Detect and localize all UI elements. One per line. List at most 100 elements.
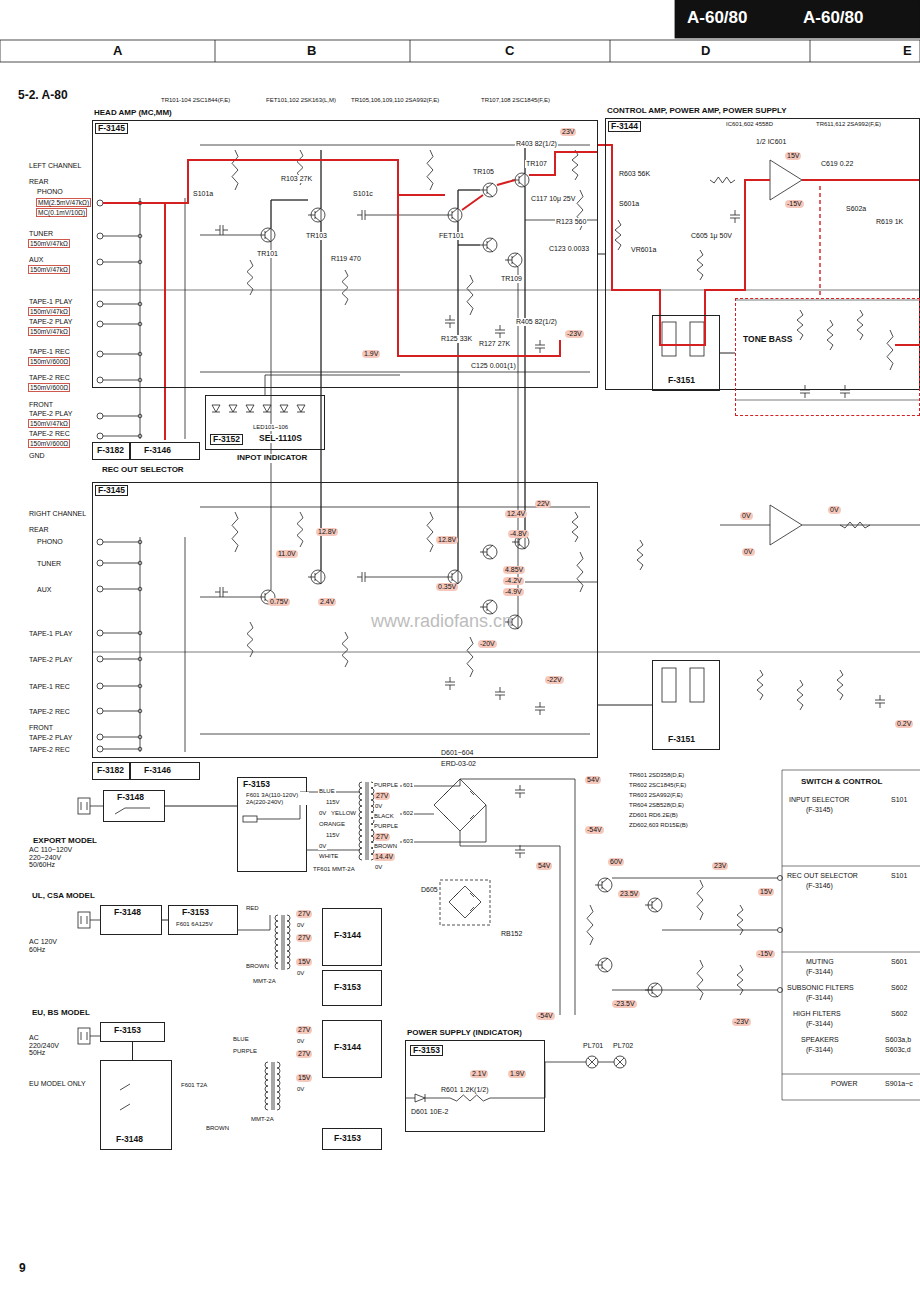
part-list: TR101-104 2SC1844(F,E) — [160, 97, 231, 104]
wire — [103, 416, 140, 417]
board-box: F-3153 — [322, 1128, 382, 1150]
wire — [103, 563, 140, 564]
voltage-label: -23V — [565, 330, 584, 338]
voltage-label: 12.8V — [436, 536, 458, 544]
wire — [103, 380, 140, 381]
resistor-symbol — [697, 880, 703, 920]
part-list: BLACK — [373, 813, 395, 820]
part-list: 0V — [318, 810, 327, 817]
component-label: TR107 — [525, 160, 548, 168]
board-label: F-3153 — [113, 1026, 142, 1035]
voltage-label: 1.9V — [362, 350, 380, 358]
led-symbol — [246, 405, 254, 412]
capacitor-symbol — [215, 587, 228, 597]
component-label: S601a — [618, 200, 640, 208]
resistor-symbol — [827, 320, 833, 350]
component-label: R127 27K — [478, 340, 511, 348]
part-list: 603 — [402, 838, 414, 845]
component-label: TAPE-1 PLAY — [28, 298, 73, 306]
resistor-symbol — [697, 250, 703, 280]
resistor-symbol — [797, 680, 803, 710]
jack-symbol — [97, 708, 103, 714]
wire — [103, 354, 140, 355]
part-list: WHITE — [318, 853, 339, 860]
selector-switch — [140, 537, 185, 752]
component-label: D601 10E-2 — [410, 1108, 449, 1116]
board-label: TONE BASS — [742, 335, 793, 344]
wire — [370, 187, 525, 372]
signal-path — [895, 344, 920, 346]
board-box: F-3146 — [130, 762, 200, 780]
voltage-label: 12.4V — [505, 510, 527, 518]
voltage-label: 54V — [536, 862, 552, 870]
schematic-group — [0, 0, 920, 1110]
voltage-label: 23V — [712, 862, 728, 870]
voltage-label: -4.8V — [508, 530, 529, 538]
capacitor-symbol — [730, 210, 740, 223]
component-label: AC 120V 60Hz — [28, 938, 64, 953]
component-label: S601 — [890, 958, 908, 966]
signal-path — [103, 160, 445, 203]
wire — [525, 145, 598, 220]
component-label: TAPE-2 PLAY — [28, 656, 73, 664]
capacitor-symbol — [495, 687, 505, 700]
column-bar — [0, 40, 920, 62]
capacitor-symbol — [357, 572, 370, 582]
input-spec: MC(0.1mV/10Ω) — [36, 208, 87, 217]
resistor-symbol — [857, 310, 863, 340]
voltage-label: -54V — [536, 1012, 555, 1020]
signal-bus — [92, 652, 920, 653]
wire — [405, 1098, 450, 1099]
board-label: F-3145 — [95, 123, 128, 134]
wire — [200, 150, 321, 597]
component-label: TAPE-1 PLAY — [28, 630, 73, 638]
board-label: F-3153 — [333, 1134, 362, 1143]
signal-path — [462, 152, 598, 210]
board-label: F-3148 — [113, 908, 142, 917]
board-box: F-3151 — [652, 315, 720, 391]
board-label: F-3153 — [410, 1045, 443, 1056]
capacitor-symbol — [535, 340, 545, 353]
component-label: AC 220/240V 50Hz — [28, 1034, 70, 1057]
component-label: POWER — [830, 1080, 858, 1088]
column-letter: B — [306, 44, 317, 58]
component-label: TR105 — [472, 168, 495, 176]
component-label: R103 27K — [280, 175, 313, 183]
component-label: ERD-03-02 — [440, 760, 477, 768]
transistor-symbol — [308, 570, 321, 584]
jack-symbol — [97, 259, 103, 265]
component-label: PL701 — [582, 1042, 604, 1050]
board-box: F-3151 — [652, 660, 720, 750]
wire — [200, 150, 321, 270]
component-label: S602a — [845, 205, 867, 213]
wire — [265, 375, 400, 395]
table-heading: SWITCH & CONTROL — [800, 778, 883, 787]
voltage-label: 4.85V — [503, 566, 525, 574]
component-label: C117 10μ 25V — [530, 195, 576, 203]
wire — [370, 190, 525, 629]
led-symbol — [297, 405, 305, 412]
voltage-label: -23V — [732, 1018, 751, 1026]
component-label: INPUT SELECTOR — [788, 796, 850, 804]
component-label: C125 0.001(1) — [470, 362, 517, 370]
wire — [90, 806, 103, 807]
transformer-coil — [371, 782, 374, 860]
part-list: BROWN — [205, 1125, 230, 1132]
transformer-coil — [265, 1062, 268, 1110]
resistor-symbol — [342, 632, 348, 667]
capacitor-symbol — [515, 845, 525, 858]
voltage-label: 0V — [742, 548, 755, 556]
resistor-symbol — [737, 905, 743, 935]
wire — [720, 525, 920, 526]
wire — [103, 737, 140, 738]
part-list: YELLOW — [330, 810, 357, 817]
signal-path — [802, 179, 920, 181]
component-label: TR109 — [500, 275, 523, 283]
voltage-label: 15V — [758, 888, 774, 896]
part-list: 0V — [296, 1086, 305, 1093]
jack-symbol — [97, 560, 103, 566]
board-box: HEAD AMP (MC,MM)F-3145 — [92, 120, 598, 388]
transistor-symbol — [512, 535, 525, 549]
block-heading: POWER SUPPLY (INDICATOR) — [406, 1029, 523, 1038]
